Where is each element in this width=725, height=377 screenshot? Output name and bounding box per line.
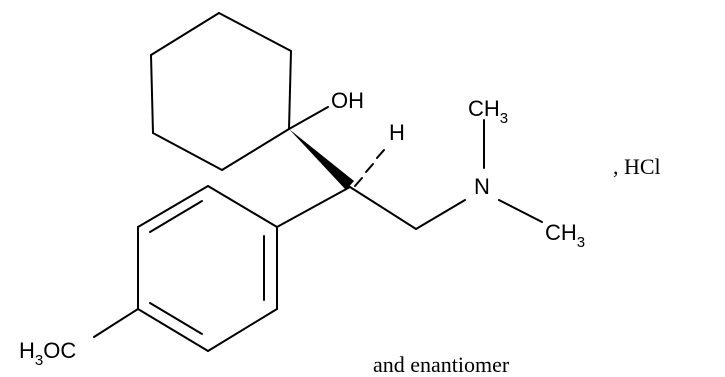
bond	[150, 12, 220, 56]
methoxy-h: H	[19, 338, 35, 363]
bond	[137, 185, 209, 228]
hash	[376, 149, 385, 159]
methoxy-rest: OC	[43, 338, 76, 363]
bond	[218, 12, 292, 52]
methyl-bottom-main: CH	[545, 220, 577, 245]
hydroxyl-label: OH	[331, 88, 364, 113]
bond	[207, 185, 278, 228]
benzene-ring	[137, 185, 278, 352]
bond-aryl-och3	[93, 308, 139, 338]
bond	[137, 308, 209, 352]
methyl-top-label: CH3	[468, 96, 508, 127]
stereo-h-label: H	[389, 120, 405, 145]
salt-label: , HCl	[613, 154, 661, 179]
hash	[354, 177, 363, 187]
enantiomer-note: and enantiomer	[373, 352, 510, 377]
hashed-bond	[354, 149, 385, 187]
methoxy-label: H3OC	[19, 338, 76, 369]
nitrogen-label: N	[474, 174, 490, 199]
bond-c-ch2	[349, 186, 417, 230]
wedge-bond	[289, 129, 354, 190]
cyclohexane-ring	[150, 12, 292, 171]
methyl-bottom-sub: 3	[577, 234, 585, 251]
hash	[365, 163, 374, 173]
methyl-top-sub: 3	[500, 110, 508, 127]
bond	[150, 54, 154, 134]
methyl-top-main: CH	[468, 96, 500, 121]
bond	[207, 308, 278, 352]
bond	[288, 50, 292, 130]
methoxy-sub: 3	[35, 352, 43, 369]
bond-ch2-n	[415, 199, 466, 230]
bond-n-ch3-bottom	[498, 199, 543, 223]
bond-c-oh	[288, 106, 329, 130]
bond-c-aryl	[276, 186, 351, 228]
bond	[221, 128, 290, 171]
bond	[152, 132, 223, 171]
double-bond	[149, 302, 203, 335]
methyl-bottom-label: CH3	[545, 220, 585, 251]
double-bond	[149, 200, 203, 233]
